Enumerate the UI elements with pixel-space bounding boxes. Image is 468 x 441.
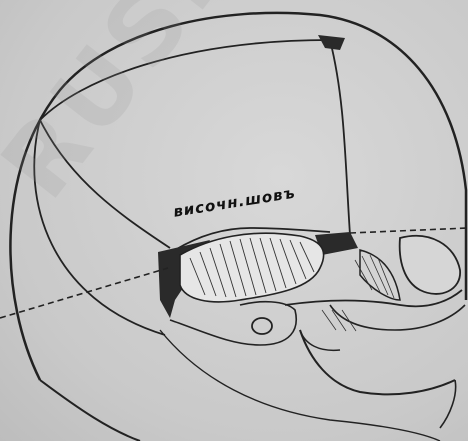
chin-profile <box>440 380 456 428</box>
coronal-suture <box>330 40 350 235</box>
lower-face-contour <box>160 330 440 441</box>
mastoid-process <box>170 302 296 345</box>
ear-canal <box>252 318 272 334</box>
nasal-area <box>360 250 400 300</box>
orbit <box>400 236 460 294</box>
maxilla <box>330 305 465 330</box>
parietal-suture <box>40 40 330 120</box>
anterior-fontanelle <box>318 35 345 50</box>
neck-contour <box>40 380 140 441</box>
lambdoid-suture <box>40 120 170 248</box>
jaw-angle <box>300 330 340 350</box>
mandible <box>300 330 455 394</box>
